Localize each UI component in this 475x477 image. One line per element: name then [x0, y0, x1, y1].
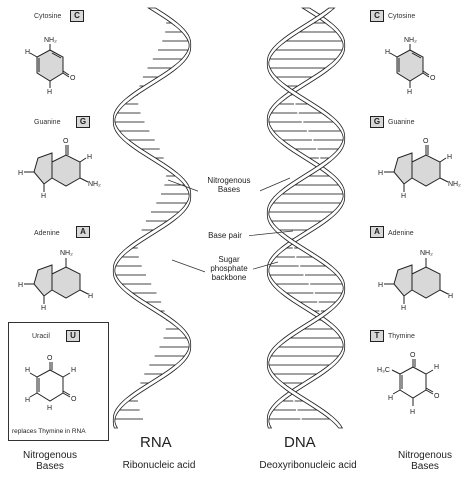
callout-line-text: Sugar — [218, 255, 240, 264]
guanine-label-left: Guanine — [34, 119, 61, 126]
guanine-structure-right — [384, 145, 449, 192]
atom-label: H — [47, 89, 52, 96]
atom-label: H — [401, 193, 406, 200]
atom-label: O — [71, 396, 77, 403]
bottom-label-dna: Deoxyribonucleic acid — [259, 460, 357, 471]
atom-label: H — [434, 364, 439, 371]
backbone-strand — [266, 7, 346, 429]
callout-line-bases-dna — [254, 177, 291, 194]
callout-line-text: phosphate — [210, 264, 248, 273]
cytosine-letter-right: C — [370, 10, 384, 22]
uracil-note: replaces Thymine in RNA — [12, 428, 86, 435]
bottom-label-line: Nitrogenous — [23, 450, 77, 461]
guanine-letter-right: G — [370, 116, 384, 128]
cytosine-structure-left — [29, 44, 70, 88]
atom-label: H — [18, 170, 23, 177]
atom-label: H — [41, 193, 46, 200]
atom-label: H — [378, 170, 383, 177]
adenine-label-left: Adenine — [34, 230, 60, 237]
atom-label: H — [47, 405, 52, 412]
uracil-box — [8, 322, 109, 441]
bottom-label-line: Bases — [36, 461, 64, 472]
guanine-structure-left — [24, 145, 89, 192]
atom-label: O — [70, 75, 76, 82]
bottom-label-left: Nitrogenous Bases — [8, 450, 92, 472]
adenine-structure-left — [24, 258, 89, 304]
atom-label: H — [388, 395, 393, 402]
adenine-letter-left: A — [76, 226, 90, 238]
backbone-strand — [112, 7, 192, 429]
callout-line-text: backbone — [211, 273, 247, 282]
atom-label: O — [430, 75, 436, 82]
atom-label: O — [63, 138, 69, 145]
atom-label: H — [25, 49, 30, 56]
guanine-label-right: Guanine — [388, 119, 415, 126]
atom-label: H — [88, 293, 93, 300]
atom-label: NH₂ — [420, 250, 433, 257]
atom-label: H — [401, 305, 406, 312]
adenine-letter-right: A — [370, 226, 384, 238]
callout-nitrogenous-bases: Nitrogenous Bases — [198, 176, 260, 194]
atom-label: H₃C — [377, 367, 390, 374]
uracil-letter: U — [66, 330, 80, 342]
adenine-structure-right — [384, 258, 449, 304]
cytosine-structure-right — [389, 44, 430, 88]
atom-label: H — [378, 282, 383, 289]
thymine-structure — [391, 359, 434, 406]
callout-lines — [167, 177, 294, 274]
thymine-letter: T — [370, 330, 384, 342]
atom-label: O — [434, 393, 440, 400]
atom-label: H — [25, 397, 30, 404]
cytosine-label-right: Cytosine — [388, 13, 416, 20]
atom-label: NH₂ — [60, 250, 73, 257]
dna-double-strand-helix — [266, 7, 346, 429]
adenine-label-right: Adenine — [388, 230, 414, 237]
atom-label: H — [447, 154, 452, 161]
cytosine-letter-left: C — [70, 10, 84, 22]
callout-backbone: Sugar phosphate backbone — [205, 255, 253, 282]
callout-line-text: Bases — [217, 185, 241, 194]
atom-label: NH₂ — [44, 37, 57, 44]
backbone-strand — [266, 7, 346, 429]
atom-label: O — [423, 138, 429, 145]
callout-line-backbone-rna — [171, 259, 209, 274]
atom-label: NH₂ — [448, 181, 461, 188]
atom-label: H — [448, 293, 453, 300]
atom-label: O — [47, 355, 53, 362]
atom-label: H — [41, 305, 46, 312]
dna-title: DNA — [284, 434, 316, 451]
atom-label: H — [385, 49, 390, 56]
callout-line-basepair — [245, 230, 294, 237]
rna-title: RNA — [140, 434, 172, 451]
bottom-label-line: Nitrogenous — [398, 450, 452, 461]
guanine-letter-left: G — [76, 116, 90, 128]
atom-label: H — [87, 154, 92, 161]
bottom-label-line: Bases — [411, 461, 439, 472]
callout-line-bases-rna — [167, 179, 204, 194]
thymine-label: Thymine — [388, 333, 415, 340]
atom-label: H — [18, 282, 23, 289]
atom-label: NH₂ — [404, 37, 417, 44]
uracil-label: Uracil — [32, 333, 50, 340]
atom-label: H — [71, 367, 76, 374]
atom-label: O — [410, 352, 416, 359]
bottom-label-right: Nitrogenous Bases — [380, 450, 470, 472]
callout-base-pair: Base pair — [201, 231, 249, 240]
callout-line-backbone-dna — [249, 261, 279, 271]
atom-label: NH₂ — [88, 181, 101, 188]
rna-single-strand-helix — [112, 7, 192, 429]
atom-label: H — [25, 367, 30, 374]
atom-label: H — [407, 89, 412, 96]
uracil-structure — [29, 362, 71, 402]
cytosine-label-left: Cytosine — [34, 13, 62, 20]
callout-line-text: Nitrogenous — [207, 176, 251, 185]
atom-label: H — [410, 409, 415, 416]
bottom-label-rna: Ribonucleic acid — [122, 460, 196, 471]
